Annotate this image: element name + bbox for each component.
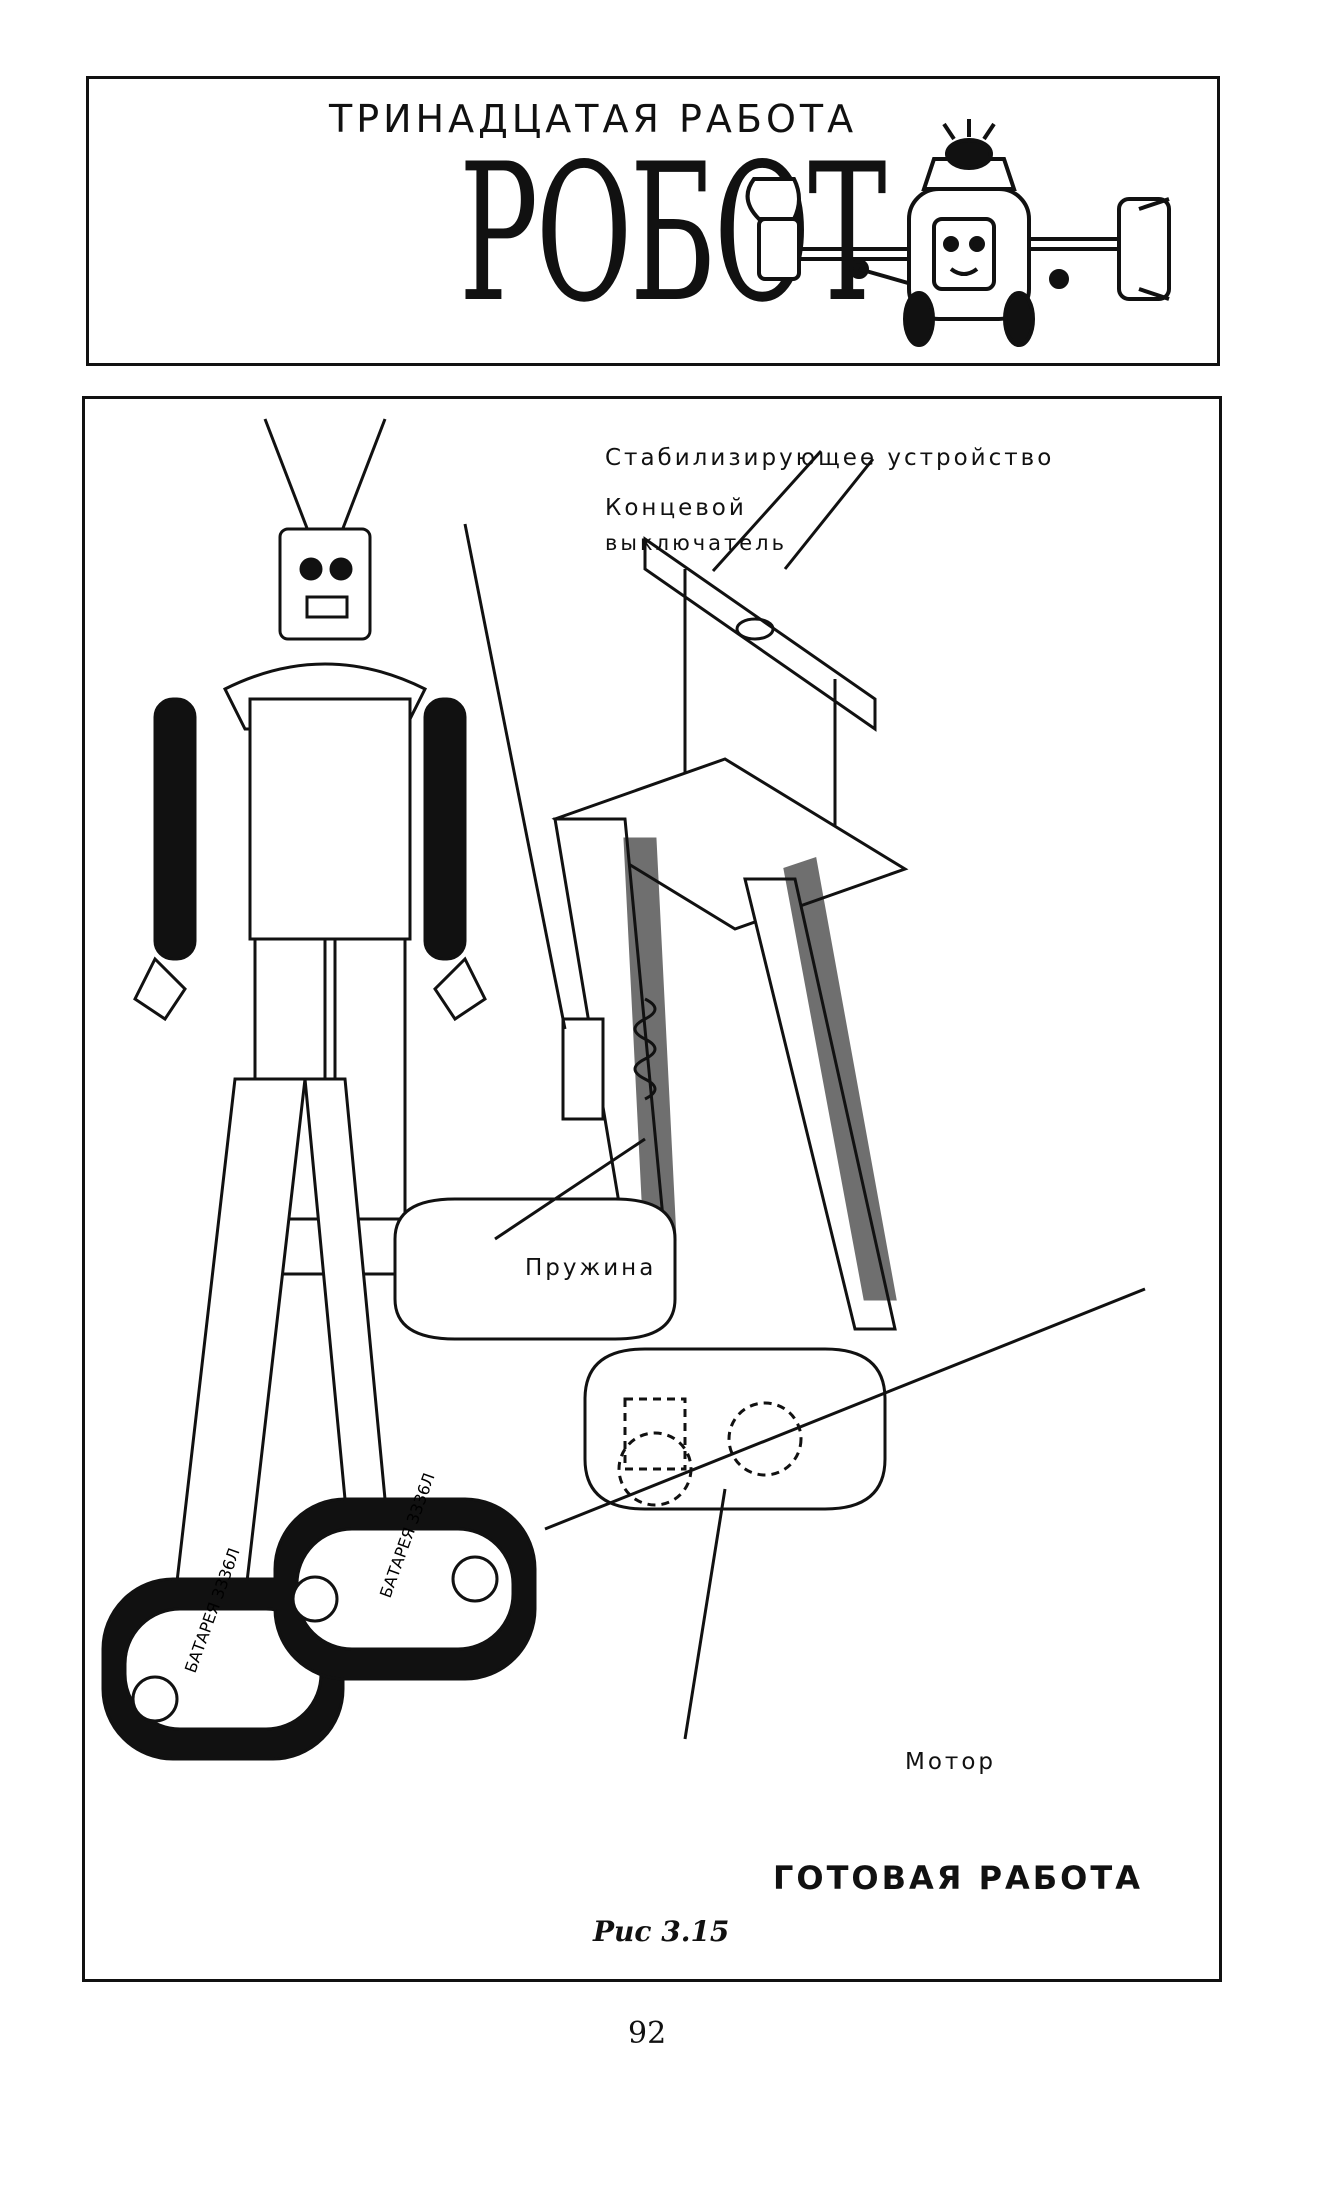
robot-construction-illustration: БАТАРЕЯ 3336Л БАТАРЕЯ 3336Л xyxy=(101,418,1146,1761)
motor-label: Мотор xyxy=(905,1749,996,1775)
stabilizer-label: Стабилизирующее устройство xyxy=(605,445,1055,471)
limit-switch-leader-line xyxy=(463,523,567,1030)
chapter-title: ТРИНАДЦАТАЯ РАБОТА xyxy=(329,97,858,141)
header-robot-illustration xyxy=(745,119,1171,347)
finished-work-caption: ГОТОВАЯ РАБОТА xyxy=(773,1859,1143,1897)
page-number: 92 xyxy=(628,2016,667,2051)
robot-frame-drawing xyxy=(393,458,1146,1531)
stabilizer-leader-line xyxy=(711,449,823,573)
spring-leader-line xyxy=(494,1137,646,1241)
motor-leader-line xyxy=(683,1488,727,1740)
page-title: РОБОТ xyxy=(459,123,887,344)
figure-number: Рис 3.15 xyxy=(593,1915,730,1948)
figure-box: БАТАРЕЯ 3336Л БАТАРЕЯ 3336Л Стабилизирую… xyxy=(82,396,1222,1982)
limit-switch-label-line1: Концевой xyxy=(605,495,747,521)
chapter-header: ТРИНАДЦАТАЯ РАБОТА РОБОТ xyxy=(86,76,1220,366)
spring-label: Пружина xyxy=(525,1255,657,1281)
feet-closeup-drawing xyxy=(101,1077,537,1761)
limit-switch-label-line2: выключатель xyxy=(605,531,787,555)
